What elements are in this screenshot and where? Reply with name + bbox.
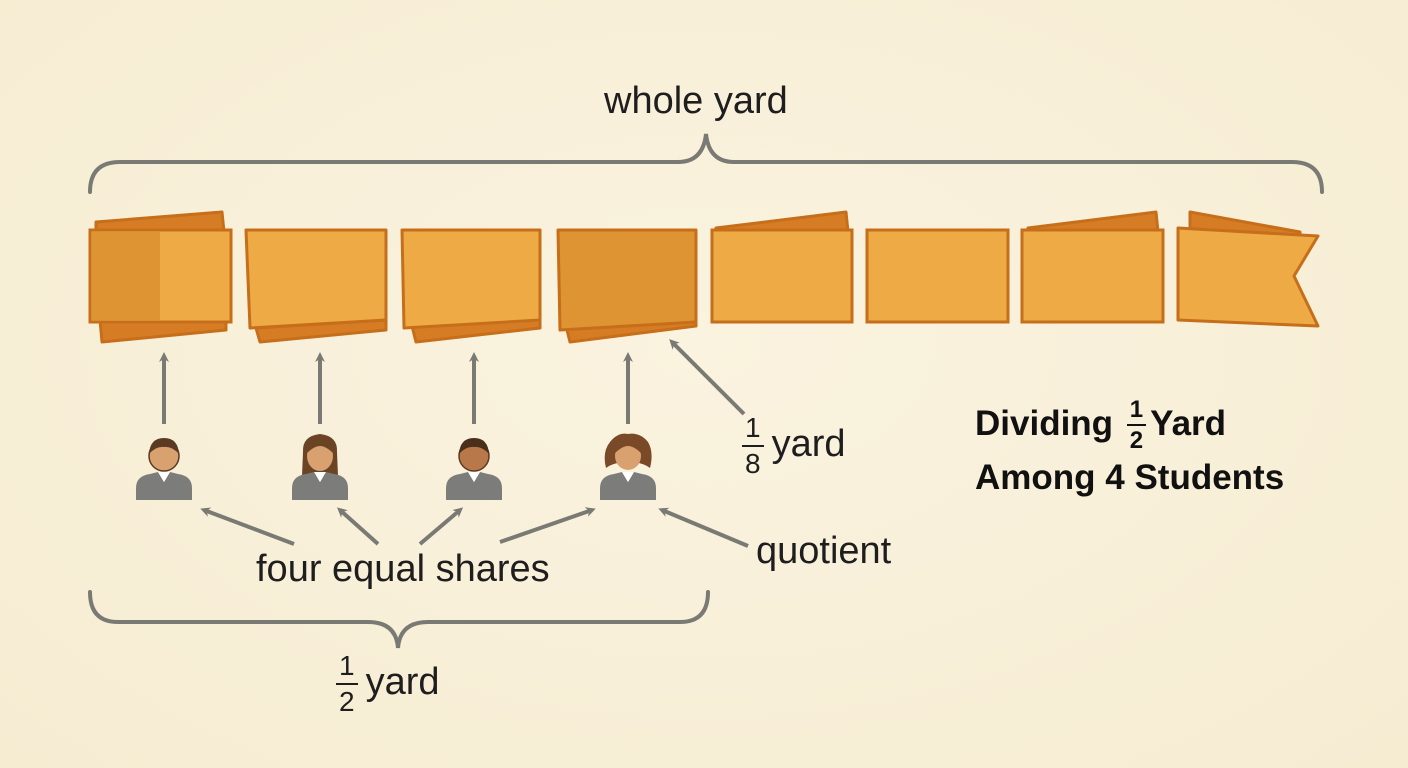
share-arrow-2 xyxy=(337,507,380,546)
ribbon-segment-3 xyxy=(400,228,542,344)
share-arrow-1 xyxy=(200,507,295,546)
whole-yard-brace xyxy=(88,133,1324,194)
fraction-denominator: 2 xyxy=(339,686,355,717)
title-suffix: Yard xyxy=(1150,403,1227,443)
ribbon-segment-4 xyxy=(556,228,698,344)
title-prefix: Dividing xyxy=(975,403,1114,443)
title-fraction: 1 2 xyxy=(1126,398,1147,454)
whole-yard-label: whole yard xyxy=(604,80,788,122)
fraction-numerator: 1 xyxy=(336,652,358,685)
half-yard-label: 1 2 yard xyxy=(336,652,440,716)
ribbon-segment-7 xyxy=(1020,210,1165,324)
fraction-numerator: 1 xyxy=(742,414,764,447)
student-girl-longhair-icon xyxy=(292,434,348,500)
ribbon-segment-5 xyxy=(710,210,854,324)
student-girl-curly-icon xyxy=(600,433,656,500)
student-boy-icon xyxy=(446,438,502,500)
four-shares-arrows xyxy=(200,507,596,546)
ribbon-segment-1 xyxy=(88,210,233,344)
share-arrow-3 xyxy=(418,507,464,546)
half-yard-unit: yard xyxy=(365,661,440,704)
share-up-arrows xyxy=(159,352,633,424)
four-equal-shares-label: four equal shares xyxy=(256,548,550,590)
fraction-denominator: 8 xyxy=(745,448,761,479)
ribbon-segment-8 xyxy=(1176,210,1320,328)
title-line-1: Dividing 1 2 Yard xyxy=(975,398,1284,453)
title-line-2: Among 4 Students xyxy=(975,458,1285,497)
ribbon xyxy=(88,210,1320,344)
half-yard-brace xyxy=(88,590,710,649)
one-eighth-yard-label: 1 8 yard xyxy=(742,414,846,478)
student-boy-icon xyxy=(136,438,192,500)
one-eighth-unit: yard xyxy=(771,423,846,466)
one-eighth-arrow xyxy=(669,339,746,416)
quotient-arrow xyxy=(658,507,749,548)
fraction-numerator: 1 xyxy=(1126,398,1147,426)
half-fraction: 1 2 xyxy=(336,652,358,716)
one-eighth-fraction: 1 8 xyxy=(742,414,764,478)
diagram-title: Dividing 1 2 Yard Among 4 Students xyxy=(975,398,1284,504)
ribbon-segment-2 xyxy=(244,228,388,344)
ribbon-segment-6 xyxy=(865,228,1010,324)
quotient-label: quotient xyxy=(756,530,892,572)
fraction-denominator: 2 xyxy=(1129,427,1144,454)
share-arrow-4 xyxy=(499,507,596,544)
